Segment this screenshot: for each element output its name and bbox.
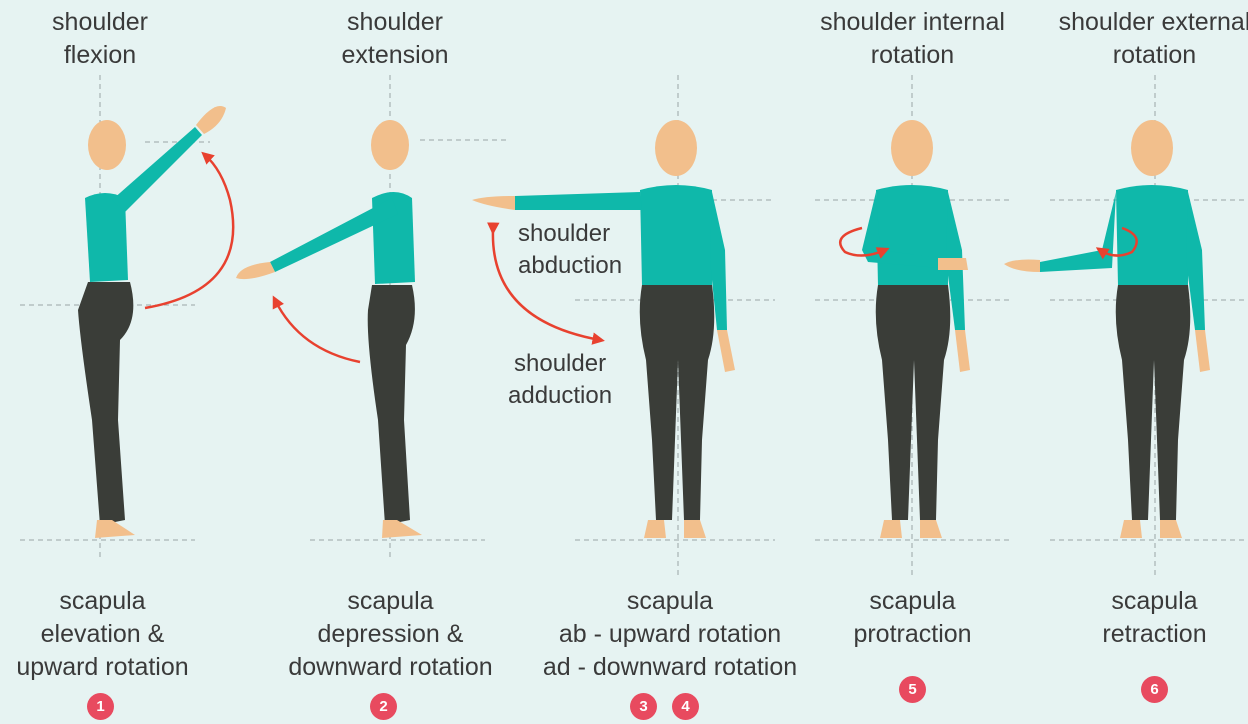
label-scapula-ab-ad: scapula ab - upward rotation ad - downwa… <box>525 585 815 684</box>
label-shoulder-flexion: shoulder flexion <box>20 6 180 72</box>
number-badge: 4 <box>672 693 699 720</box>
label-line: shoulder <box>310 6 480 39</box>
label-line: downward rotation <box>278 651 503 684</box>
label-scapula-depression: scapula depression & downward rotation <box>278 585 503 684</box>
figure-abduction <box>472 120 735 538</box>
label-line: extension <box>310 39 480 72</box>
label-shoulder-internal-rotation: shoulder internal rotation <box>810 6 1015 72</box>
label-scapula-elevation: scapula elevation & upward rotation <box>5 585 200 684</box>
label-line: scapula <box>830 585 995 618</box>
label-line: rotation <box>1052 39 1248 72</box>
label-line: shoulder <box>508 348 612 380</box>
figure-external-rotation <box>1004 120 1210 538</box>
label-shoulder-external-rotation: shoulder external rotation <box>1052 6 1248 72</box>
label-line: shoulder external <box>1052 6 1248 39</box>
number-badge: 1 <box>87 693 114 720</box>
guide-lines <box>20 75 1248 575</box>
number-badge: 2 <box>370 693 397 720</box>
label-line: scapula <box>525 585 815 618</box>
label-line: shoulder <box>518 218 622 250</box>
extension-arrow <box>275 300 360 362</box>
number-badge: 5 <box>899 676 926 703</box>
label-line: retraction <box>1072 618 1237 651</box>
label-line: scapula <box>1072 585 1237 618</box>
label-line: upward rotation <box>5 651 200 684</box>
label-line: ad - downward rotation <box>525 651 815 684</box>
label-scapula-retraction: scapula retraction <box>1072 585 1237 651</box>
label-line: shoulder internal <box>810 6 1015 39</box>
label-shoulder-abduction: shoulder abduction <box>518 218 622 282</box>
label-line: rotation <box>810 39 1015 72</box>
label-line: elevation & <box>5 618 200 651</box>
label-line: shoulder <box>20 6 180 39</box>
label-line: protraction <box>830 618 995 651</box>
label-line: depression & <box>278 618 503 651</box>
label-line: scapula <box>5 585 200 618</box>
label-line: ab - upward rotation <box>525 618 815 651</box>
label-line: abduction <box>518 250 622 282</box>
number-badge: 3 <box>630 693 657 720</box>
label-scapula-protraction: scapula protraction <box>830 585 995 651</box>
label-shoulder-extension: shoulder extension <box>310 6 480 72</box>
number-badge: 6 <box>1141 676 1168 703</box>
label-shoulder-adduction: shoulder adduction <box>508 348 612 412</box>
figure-internal-rotation <box>862 120 970 538</box>
label-line: adduction <box>508 380 612 412</box>
label-line: scapula <box>278 585 503 618</box>
figure-flexion <box>78 106 226 538</box>
figure-extension <box>236 120 422 538</box>
label-line: flexion <box>20 39 180 72</box>
